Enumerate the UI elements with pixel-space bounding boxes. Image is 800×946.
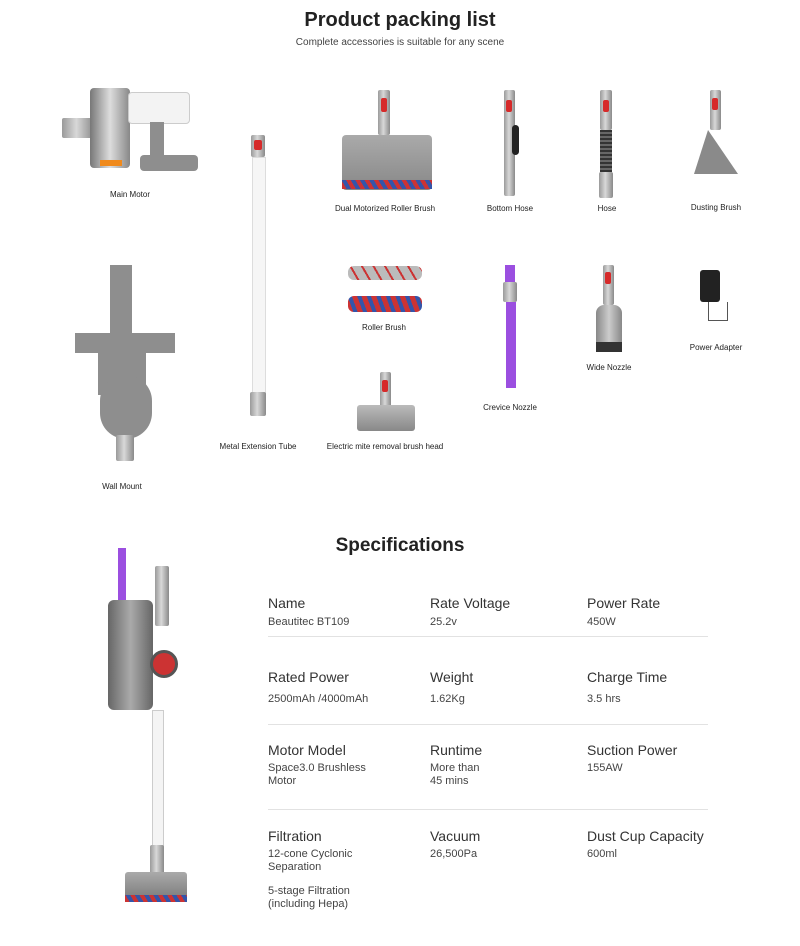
spec-value-line: 5-stage Filtration — [268, 885, 350, 897]
divider — [268, 724, 708, 725]
packing-list-title: Product packing list — [304, 9, 496, 31]
divider — [268, 636, 708, 637]
spec-name: Runtime — [430, 742, 483, 758]
spec-value-line: 450W — [587, 616, 616, 628]
spec-name: Power Rate — [587, 595, 661, 611]
spec-value: 450W — [587, 616, 616, 629]
spec-value-line: 26,500Pa — [430, 848, 478, 860]
item-label: Crevice Nozzle — [483, 403, 537, 412]
item-label: Power Adapter — [689, 343, 743, 352]
spec-value-line: More than — [430, 762, 480, 774]
spec-name: Filtration — [268, 828, 322, 844]
spec-value-line: Space3.0 Brushless — [268, 762, 366, 774]
spec-name: Suction Power — [587, 742, 678, 758]
spec-value-line: (including Hepa) — [268, 898, 349, 910]
item-label: Dusting Brush — [690, 203, 742, 212]
item-label: Dual Motorized Roller Brush — [334, 204, 436, 213]
item-label: Electric mite removal brush head — [326, 442, 444, 451]
spec-name: Vacuum — [430, 828, 481, 844]
spec-name: Weight — [430, 669, 474, 685]
spec-value-line: 12-cone Cyclonic — [268, 848, 353, 860]
spec-value-line: 155AW — [587, 762, 623, 774]
spec-value-line: 600ml — [587, 848, 617, 860]
packing-list-subtitle: Complete accessories is suitable for any… — [295, 37, 505, 48]
spec-name: Rated Power — [268, 669, 349, 685]
spec-value-line: 2500mAh /4000mAh — [268, 693, 369, 705]
spec-value-line: 1.62Kg — [430, 693, 465, 705]
spec-name: Charge Time — [587, 669, 668, 685]
spec-value: 600ml — [587, 848, 617, 861]
item-label: Main Motor — [109, 190, 151, 199]
spec-value: 155AW — [587, 762, 623, 775]
spec-value-extra: 5-stage Filtration(including Hepa) — [268, 885, 350, 911]
spec-name: Dust Cup Capacity — [587, 828, 704, 844]
item-label: Wall Mount — [102, 482, 142, 491]
spec-value-line: 45 mins — [430, 775, 469, 787]
divider — [268, 809, 708, 810]
spec-value-line: Beautitec BT109 — [268, 616, 350, 628]
item-label: Bottom Hose — [486, 204, 534, 213]
spec-value: 3.5 hrs — [587, 693, 621, 706]
spec-value-line: Separation — [268, 861, 322, 873]
spec-value: 1.62Kg — [430, 693, 465, 706]
spec-value-line: Motor — [268, 775, 297, 787]
spec-value: 2500mAh /4000mAh — [268, 693, 368, 706]
spec-value: Beautitec BT109 — [268, 616, 349, 629]
specifications-title: Specifications — [335, 535, 465, 556]
item-label: Metal Extension Tube — [219, 442, 297, 451]
spec-name: Motor Model — [268, 742, 346, 758]
spec-value: 25.2v — [430, 616, 457, 629]
spec-name: Name — [268, 595, 306, 611]
spec-name: Rate Voltage — [430, 595, 511, 611]
spec-value: 26,500Pa — [430, 848, 477, 861]
spec-value-line: 25.2v — [430, 616, 457, 628]
item-label: Wide Nozzle — [586, 363, 632, 372]
item-label: Roller Brush — [361, 323, 407, 332]
spec-value-line: 3.5 hrs — [587, 693, 621, 705]
item-label: Hose — [597, 204, 617, 213]
